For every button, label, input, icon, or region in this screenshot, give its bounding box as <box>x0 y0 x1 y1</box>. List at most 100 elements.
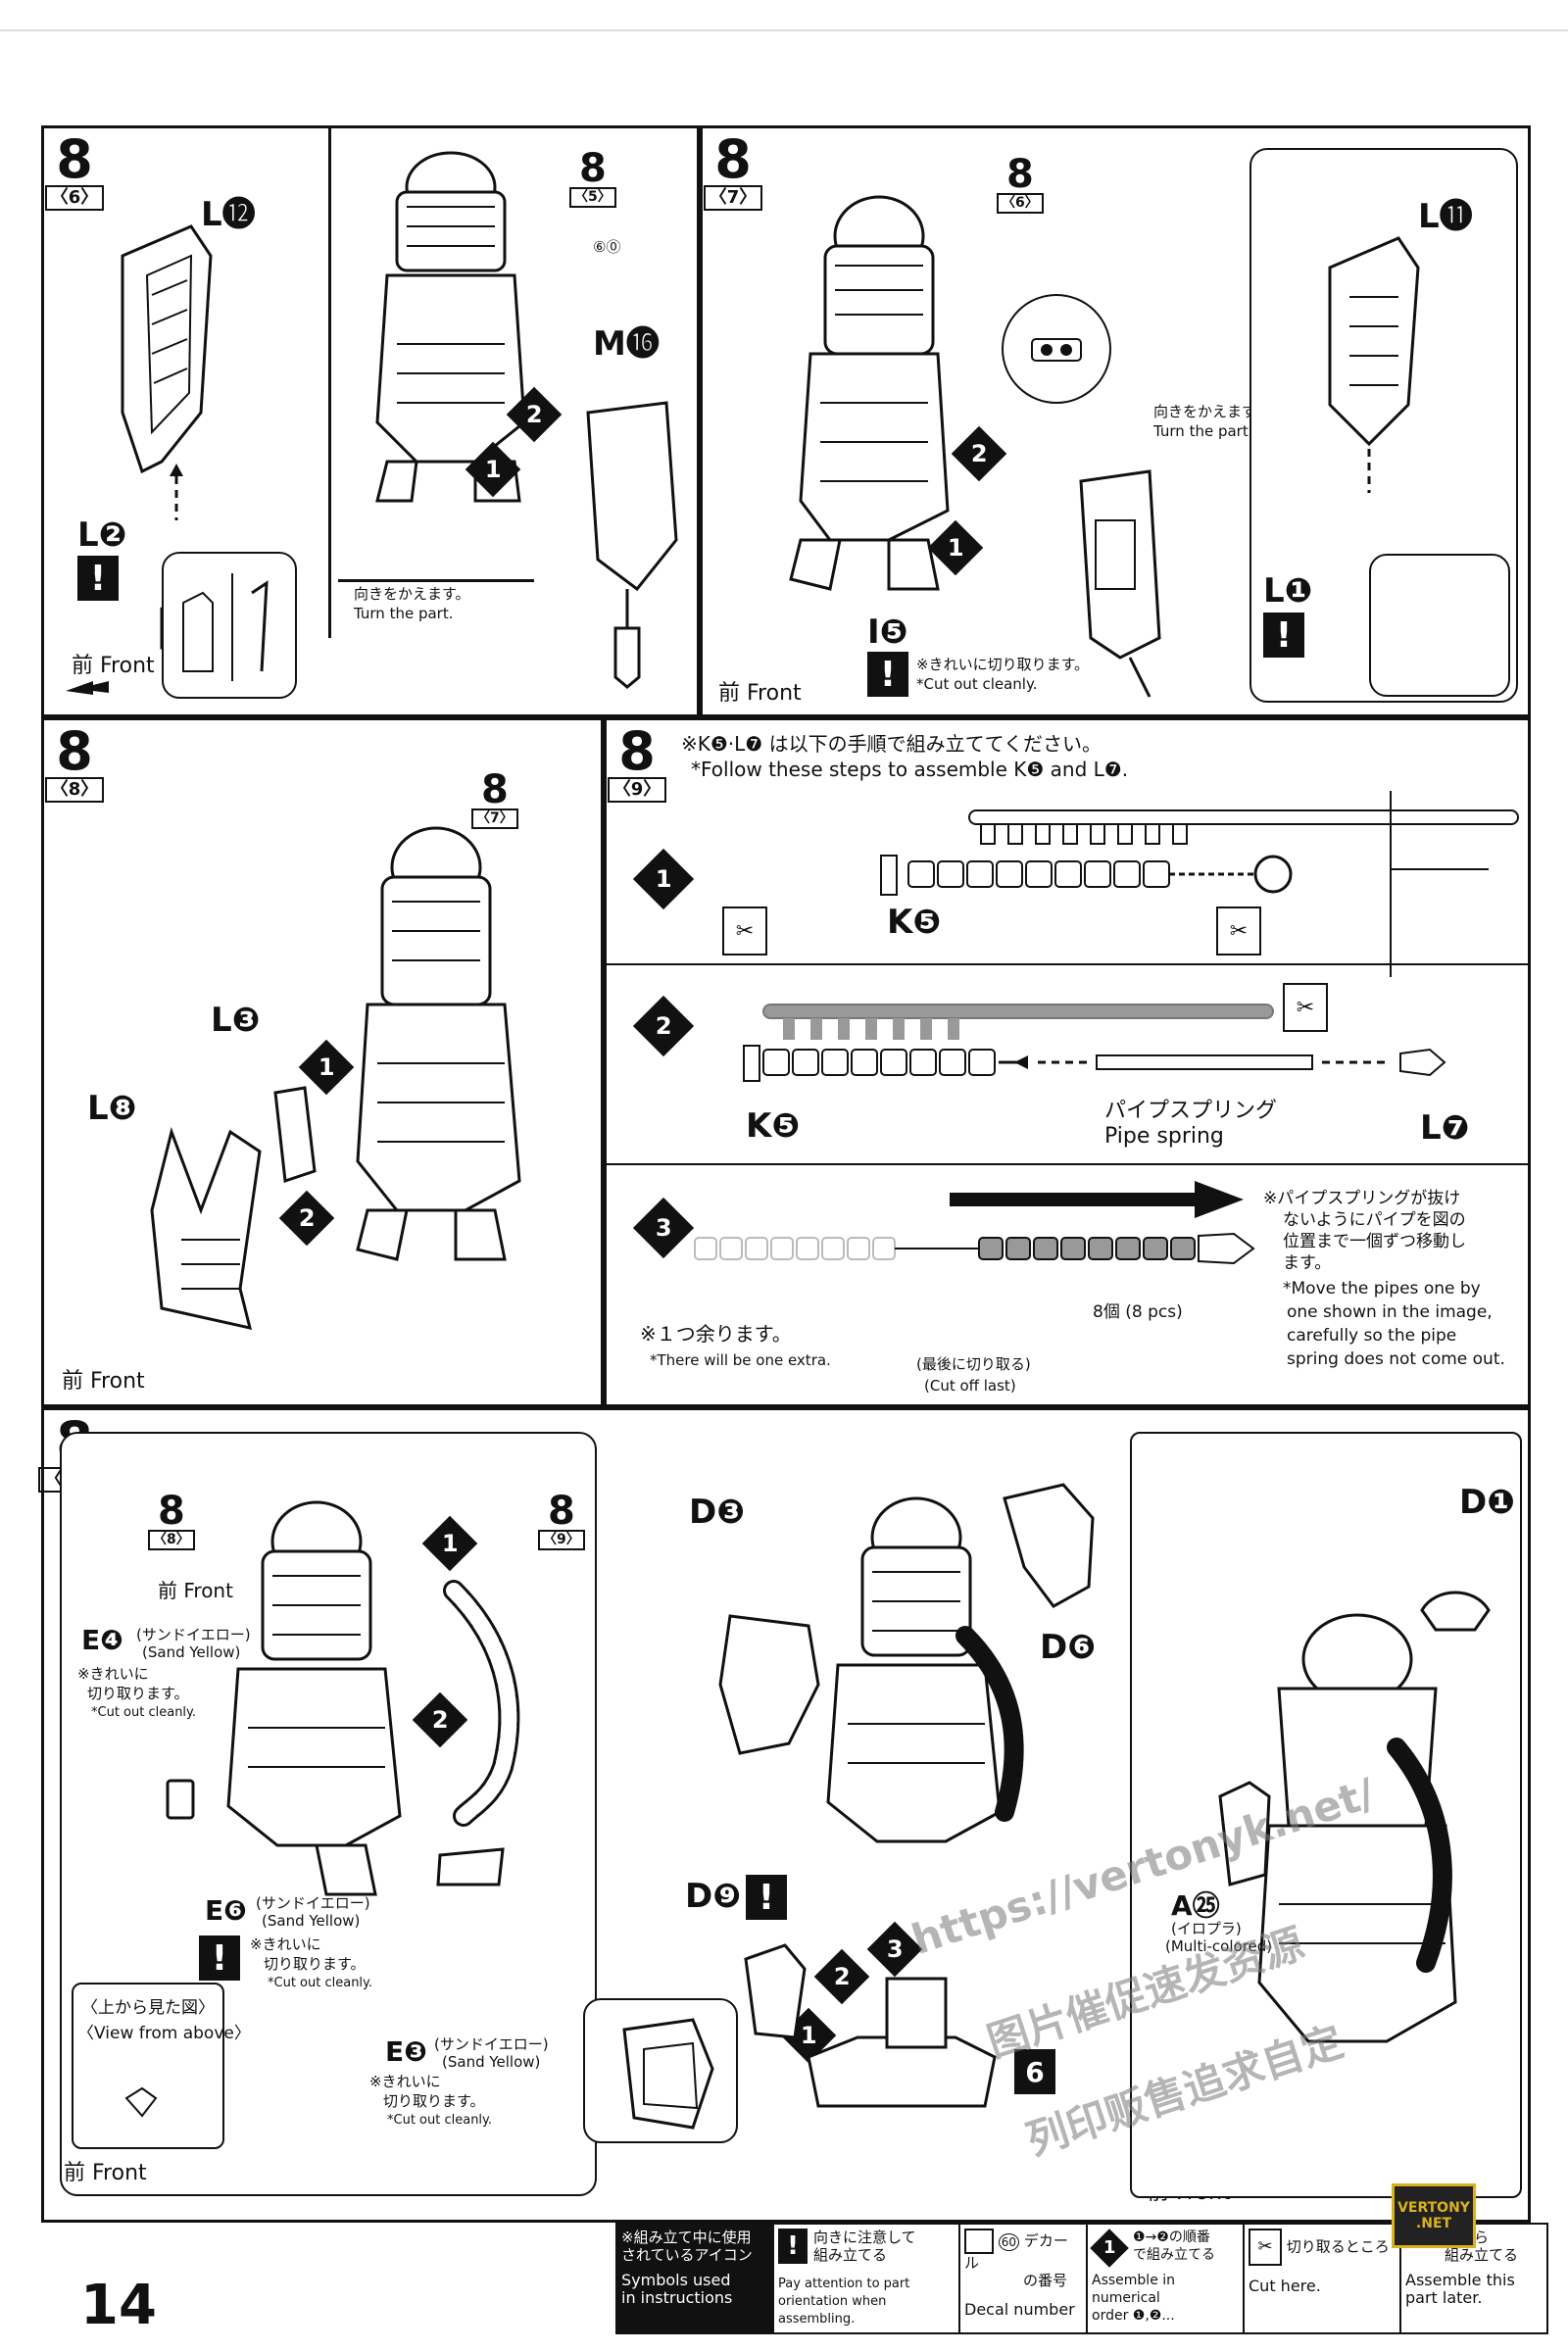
l8-part-drawing <box>150 1126 262 1330</box>
extra-note-jp: ※１つ余ります。 <box>640 1322 792 1346</box>
d9-detail-drawing <box>622 2018 714 2130</box>
turn-note-en: Turn the part. <box>354 605 454 622</box>
part-d3: D❸ <box>689 1493 746 1532</box>
part-l12: L⓬ <box>201 195 256 234</box>
ref-sub: 〈9〉 <box>538 1530 585 1550</box>
legend-decal-jp-2: の番号 <box>1023 2272 1068 2289</box>
step-8-8-panel: 8 〈8〉 8 〈7〉 L❸ L❽ 1 2 前 Front <box>41 717 604 1407</box>
move-note-en-1: *Move the pipes one by <box>1283 1279 1481 1298</box>
part-k5: K❺ <box>746 1106 801 1146</box>
part-m16: M⓰ <box>593 324 660 364</box>
legend-attention-en-2: orientation when assembling. <box>778 2294 887 2327</box>
assembly-note-jp: ※K❺·L❼ は以下の手順で組み立ててください。 <box>681 732 1102 756</box>
part-l3: L❸ <box>211 1001 261 1040</box>
legend-attention-en-1: Pay attention to part <box>778 2277 910 2291</box>
pipe-spring-drawing <box>743 1004 1446 1082</box>
mech-body-drawing <box>789 195 950 591</box>
legend-header-jp-1: ※組み立て中に使用 <box>621 2229 752 2246</box>
detail-drawing <box>182 573 269 681</box>
d6-part-drawing <box>1003 1483 1095 1608</box>
assemble-later-icon: 6 <box>1014 2049 1055 2094</box>
d9-detail-inset <box>583 1998 738 2143</box>
turn-note-en: Turn the part. <box>1153 422 1253 440</box>
ref-step-8-9: 8 〈9〉 <box>538 1492 585 1550</box>
l3-part-drawing <box>273 1086 317 1184</box>
step-sub-number: 〈6〉 <box>44 185 105 211</box>
leg-base-drawing <box>807 1977 997 2108</box>
attention-icon: ! <box>778 2229 808 2264</box>
mech-body-drawing <box>226 1500 402 1896</box>
mech-body-drawing <box>356 826 521 1261</box>
mech-body-drawing <box>826 1496 1024 1843</box>
legend-header-en-1: Symbols used <box>621 2271 731 2289</box>
e3-color-jp: (サンドイエロー) <box>434 2035 549 2053</box>
divider <box>338 579 534 582</box>
part-e4: E❹ <box>81 1624 123 1656</box>
e4-cut-jp-2: 切り取ります。 <box>87 1685 189 1702</box>
ref-step-8-8: 8 〈8〉 <box>148 1489 195 1550</box>
legend-decal-jp-1: デカール <box>964 2231 1068 2272</box>
ref-number: 8 <box>578 146 607 191</box>
panel-part-drawing <box>586 401 678 689</box>
step-number: 8 <box>714 128 752 190</box>
moved-pipes-drawing <box>694 1232 1255 1265</box>
ref-number: 8 <box>157 1489 185 1534</box>
front-label: 前 Front <box>64 2161 147 2185</box>
e3-cut-en: *Cut out cleanly. <box>387 2113 493 2128</box>
step-badge: 8 〈8〉 <box>44 725 105 803</box>
cut-note-jp: ※きれいに切り取ります。 <box>916 656 1090 673</box>
move-note-en-3: carefully so the pipe <box>1287 1326 1457 1346</box>
pipe-arm-drawing <box>443 1580 520 1827</box>
attention-icon: ! <box>867 652 908 697</box>
part-l7: L❼ <box>1420 1108 1470 1148</box>
shield-part-drawing <box>1328 236 1420 493</box>
pin-callout-drawing <box>1002 294 1111 404</box>
turn-note-jp: 向きをかえます。 <box>1153 403 1270 420</box>
ref-sub: 〈7〉 <box>471 808 518 829</box>
step-8-7-panel: 8 〈7〉 8 〈6〉 2 1 向きをかえます。 Turn the part. … <box>700 125 1531 717</box>
ref-sub: 〈5〉 <box>569 187 616 208</box>
part-l11: L⓫ <box>1418 197 1473 236</box>
legend-attention: ! 向きに注意して 組み立てる Pay attention to part or… <box>774 2225 960 2332</box>
shield-part-drawing <box>121 224 213 520</box>
legend-header: ※組み立て中に使用 されているアイコン Symbols used in inst… <box>617 2225 774 2332</box>
e6-color-jp: (サンドイエロー) <box>256 1894 370 1912</box>
e3-part-drawing <box>436 1847 505 1886</box>
divider <box>607 963 1528 965</box>
step-8-9-panel: 8 〈9〉 ※K❺·L❼ は以下の手順で組み立ててください。 *Follow t… <box>604 717 1531 1407</box>
e6-cut-jp-2: 切り取ります。 <box>264 1955 366 1973</box>
sub-assembly-inset: L⓫ L❶ ! <box>1250 148 1518 703</box>
legend-later-jp-2: 組み立てる <box>1445 2246 1519 2264</box>
view-from-above-jp: 〈上から見た図〉 <box>81 1998 215 2018</box>
logo-line-1: VERTONY <box>1397 2200 1470 2216</box>
mech-head-drawing <box>1257 1613 1457 2043</box>
attention-icon: ! <box>1263 612 1304 658</box>
logo-line-2: .NET <box>1415 2216 1452 2231</box>
ref-number: 8 <box>480 767 509 812</box>
right-detail-inset: D❶ A㉕ (イロプラ) (Multi-colored) <box>1130 1432 1522 2198</box>
front-label: 前 Front <box>62 1369 145 1394</box>
pipe-spring-jp: パイプスプリング <box>1104 1099 1278 1123</box>
divider <box>328 128 331 638</box>
legend-attention-jp-2: 組み立てる <box>813 2246 888 2264</box>
move-note-jp-4: ます。 <box>1283 1253 1332 1273</box>
detail-inset <box>1369 554 1510 697</box>
sub-step-2: 2 <box>632 995 695 1057</box>
panel-part-drawing <box>1079 469 1161 698</box>
move-note-jp-3: 位置まで一個ずつ移動し <box>1283 1232 1466 1251</box>
part-k5: K❺ <box>887 903 942 942</box>
move-arrow-drawing <box>950 1181 1244 1218</box>
step-8-10-panel: 8 〈10〉 8 〈8〉 8 〈9〉 前 Front 1 2 E❹ (サンドイエ… <box>38 1407 1531 2223</box>
legend-decal: 60 デカール の番号 Decal number <box>960 2225 1088 2332</box>
step-order-2: 2 <box>278 1190 335 1247</box>
e6-color-en: (Sand Yellow) <box>262 1912 361 1930</box>
step-sub-number: 〈9〉 <box>607 777 667 803</box>
part-a25: A㉕ <box>1171 1889 1220 1922</box>
step-badge: 8 〈7〉 <box>703 128 763 211</box>
decal-icon <box>964 2229 994 2254</box>
nipper-icon: ✂ <box>1249 2229 1282 2266</box>
legend-later: 後から 組み立てる Assemble this part later. <box>1401 2225 1543 2332</box>
part-d1: D❶ <box>1459 1483 1516 1522</box>
e4-cut-jp-1: ※きれいに <box>77 1665 149 1683</box>
pipe-count: 8個 (8 pcs) <box>1093 1302 1183 1322</box>
